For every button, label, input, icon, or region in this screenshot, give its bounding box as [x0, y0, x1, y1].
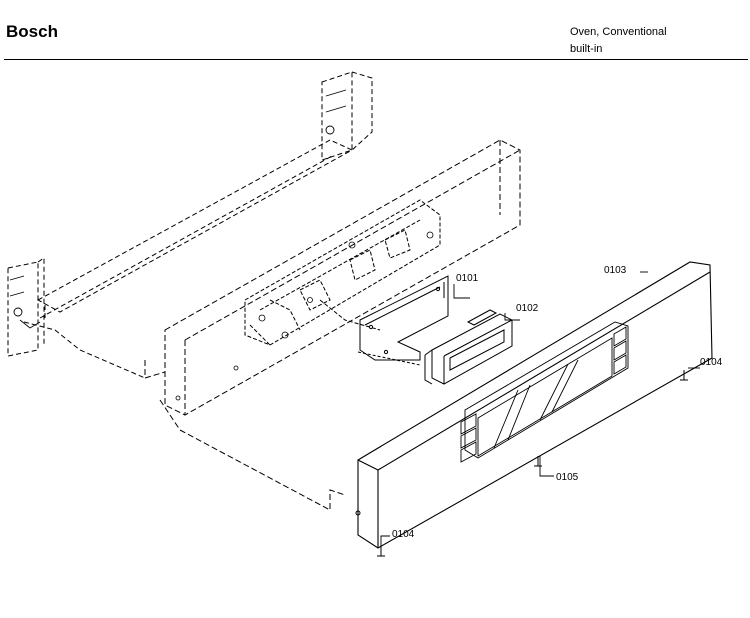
panel-display-window: [464, 321, 629, 459]
header-divider: [4, 59, 748, 60]
side-rail: [7, 71, 373, 379]
category-line-2: built-in: [570, 43, 603, 55]
panel-touch-keys: [460, 326, 627, 463]
callout-leaders: [380, 271, 700, 546]
callout-0103: 0103: [604, 265, 627, 276]
callout-0104-right: 0104: [700, 357, 723, 368]
part-callout-labels: 0101 0102 0103 0104 0105 0104: [392, 265, 723, 540]
callout-0105: 0105: [556, 472, 579, 483]
callout-0101: 0101: [456, 273, 479, 284]
category-line-1: Oven, Conventional: [570, 26, 667, 38]
control-mounting-bracket: [244, 199, 441, 346]
product-category: Oven, Conventional built-in: [570, 24, 667, 58]
part-0102-display-module: [424, 309, 513, 385]
oven-front-frame: [144, 139, 521, 511]
rail-brackets: [9, 89, 347, 329]
screws: [355, 370, 688, 557]
brand-name: Bosch: [6, 22, 58, 41]
bracket-holes: [175, 231, 434, 401]
callout-0102: 0102: [516, 303, 539, 314]
callout-0104-bottom: 0104: [392, 529, 415, 540]
part-0103-control-panel: [357, 261, 713, 549]
part-0101-control-plate: [357, 275, 449, 366]
